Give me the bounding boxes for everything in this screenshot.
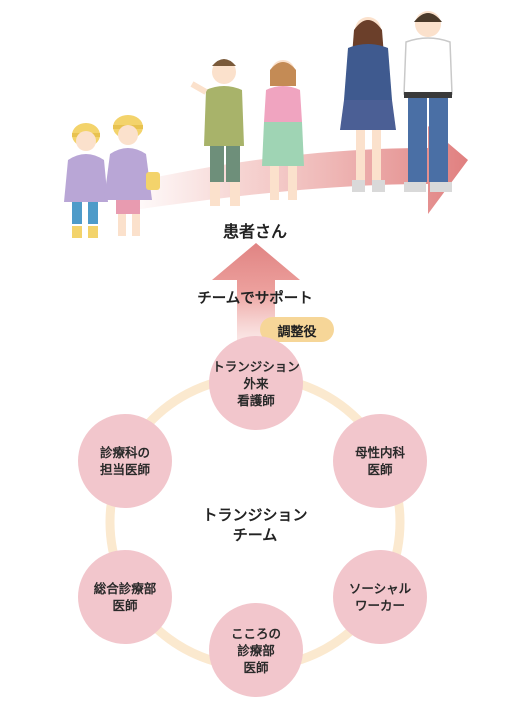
coordinator-badge-label: 調整役 — [277, 325, 317, 340]
patient-label: 患者さん — [222, 222, 287, 241]
illustration-kindergartener-left — [64, 123, 108, 238]
node-attending-physician — [78, 414, 172, 508]
support-arrow — [212, 243, 300, 360]
node-transition-nurse — [209, 336, 303, 430]
node-label-mental-health: こころの 診療部 医師 — [230, 625, 281, 675]
node-maternal-internal-medicine — [333, 414, 427, 508]
illustration-high-school-boy — [403, 11, 453, 192]
node-social-worker — [333, 550, 427, 644]
node-label-general-pediatrics: 総合診療部 医師 — [93, 581, 157, 613]
node-mental-health — [209, 603, 303, 697]
support-label: チームでサポート — [197, 291, 313, 307]
node-label-social-worker: ソーシャル ワーカー — [348, 581, 412, 613]
illustration-boy — [190, 59, 244, 206]
team-label: トランジション チーム — [202, 506, 308, 544]
node-label-transition-nurse: トランジション 外来 看護師 — [212, 358, 300, 408]
illustration-kindergartener-right — [104, 115, 160, 236]
illustration-girl — [262, 60, 304, 200]
illustration-high-school-girl — [340, 17, 396, 192]
node-label-maternal-internal-medicine: 母性内科 医師 — [354, 445, 405, 477]
coordinator-badge — [260, 317, 334, 342]
node-label-attending-physician: 診療科の 担当医師 — [99, 445, 150, 477]
node-general-pediatrics — [78, 550, 172, 644]
